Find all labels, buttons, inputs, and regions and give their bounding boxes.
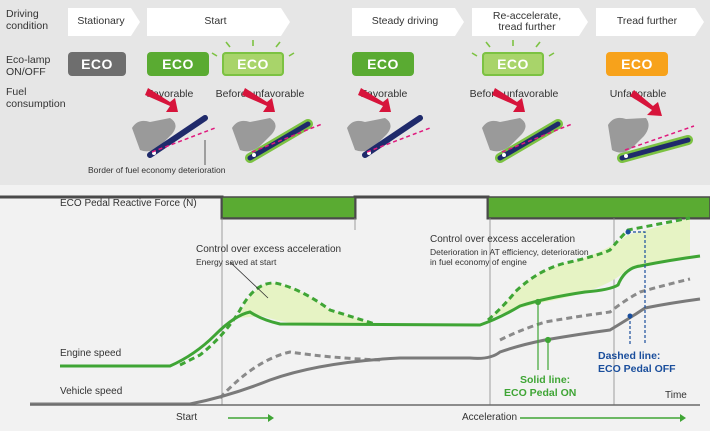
vehicle-speed-label: Vehicle speed bbox=[60, 386, 123, 397]
eco-lamp-warning: ECO bbox=[606, 52, 668, 76]
pedal-illustration-2 bbox=[232, 88, 323, 163]
pedal-illustration-1 bbox=[132, 88, 216, 158]
border-note: Border of fuel economy deterioration bbox=[88, 165, 226, 175]
pedal-illustration-3 bbox=[347, 88, 431, 158]
dashed-line-caption-1: Dashed line: bbox=[598, 350, 661, 362]
start-label: Start bbox=[176, 412, 198, 423]
fuel-label-2: Before unfavorable bbox=[215, 88, 305, 100]
dashed-line-caption-2: ECO Pedal OFF bbox=[598, 363, 676, 375]
annotation2-sub: Deterioration in AT efficiency, deterior… bbox=[430, 247, 589, 267]
vehicle-speed-pedal-off-1 bbox=[218, 350, 381, 400]
dashed-line-leaders bbox=[628, 231, 646, 345]
phase-tread-further: Tread further bbox=[596, 8, 704, 36]
energy-saved-area-2 bbox=[490, 218, 690, 318]
time-label: Time bbox=[665, 390, 687, 401]
reactive-force-on-1 bbox=[221, 196, 356, 219]
eco-lamp-on: ECO bbox=[147, 52, 209, 76]
annotation2-title: Control over excess acceleration bbox=[430, 234, 576, 245]
driving-condition-label: Driving condition bbox=[6, 8, 49, 32]
vehicle-speed-pedal-off-2 bbox=[499, 277, 691, 342]
eco-lamp-flashing-reaccel: ECO bbox=[482, 52, 544, 76]
phase-steady-driving: Steady driving bbox=[352, 8, 464, 36]
pedal-illustration-5 bbox=[608, 90, 695, 163]
eco-lamp-off: ECO bbox=[68, 52, 126, 76]
dashed-leader-dot-1 bbox=[625, 229, 631, 235]
fuel-label-4: Before unfavorable bbox=[469, 88, 559, 100]
acceleration-label: Acceleration bbox=[462, 412, 518, 423]
annotation1-sub: Energy saved at start bbox=[196, 257, 277, 267]
annotation1-leader bbox=[229, 261, 269, 299]
solid-line-leaders bbox=[534, 298, 552, 370]
phase-stationary: Stationary bbox=[68, 8, 140, 36]
engine-speed-pedal-on bbox=[60, 254, 701, 368]
annotation1-title: Control over excess acceleration bbox=[196, 244, 342, 255]
flash-rays bbox=[211, 40, 555, 57]
start-arrow-head bbox=[268, 414, 274, 422]
phase-start: Start bbox=[147, 8, 290, 36]
vehicle-speed-pedal-on bbox=[30, 297, 701, 406]
fuel-consumption-label: Fuel consumption bbox=[6, 86, 66, 110]
engine-speed-pedal-off-2 bbox=[487, 216, 691, 322]
solid-line-caption-2: ECO Pedal ON bbox=[504, 387, 577, 399]
phase-reaccelerate: Re-accelerate, tread further bbox=[472, 8, 588, 36]
eco-lamp-on-steady: ECO bbox=[352, 52, 414, 76]
dashed-leader-dot-2 bbox=[627, 313, 633, 319]
reactive-force-label: ECO Pedal Reactive Force (N) bbox=[60, 198, 197, 209]
engine-speed-pedal-off-1 bbox=[179, 281, 376, 367]
eco-lamp-label: Eco-lamp ON/OFF bbox=[6, 54, 51, 78]
eco-lamp-flashing: ECO bbox=[222, 52, 284, 76]
engine-speed-label: Engine speed bbox=[60, 348, 122, 359]
solid-line-caption-1: Solid line: bbox=[520, 374, 571, 386]
reactive-force-on-2 bbox=[487, 196, 710, 219]
acceleration-arrow-head bbox=[680, 414, 686, 422]
pedal-illustration-4 bbox=[482, 88, 573, 163]
